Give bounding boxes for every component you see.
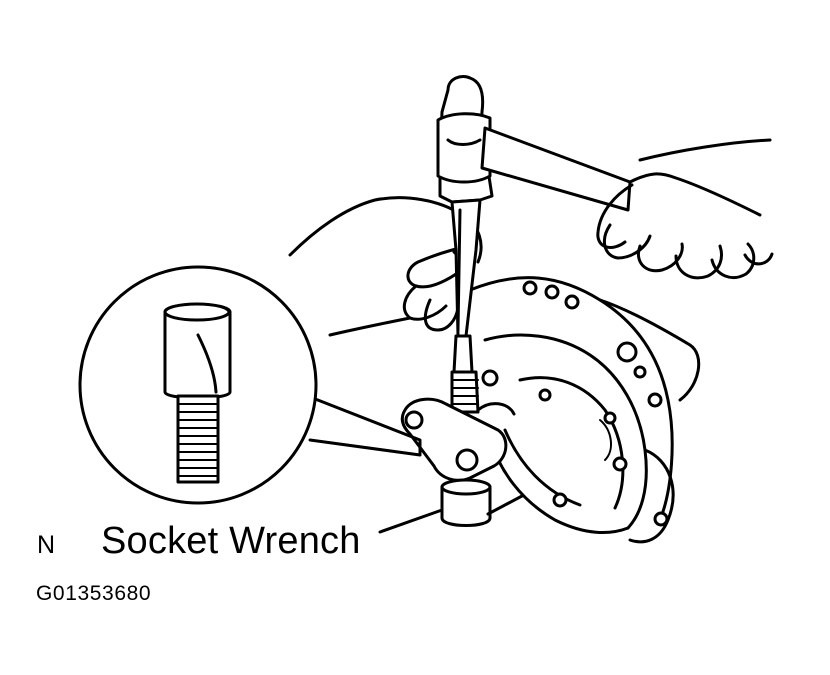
hammer [436, 75, 632, 212]
rocker-arm-and-socket [400, 397, 524, 527]
punch-tool [438, 168, 494, 414]
socket-wrench-label: Socket Wrench [101, 520, 361, 562]
socket-leader-line [378, 508, 444, 534]
right-hand [596, 138, 774, 280]
engine-housing [468, 276, 701, 544]
detail-callout [78, 265, 422, 505]
figure-code: G01353680 [36, 582, 152, 605]
view-label: N [37, 531, 56, 559]
